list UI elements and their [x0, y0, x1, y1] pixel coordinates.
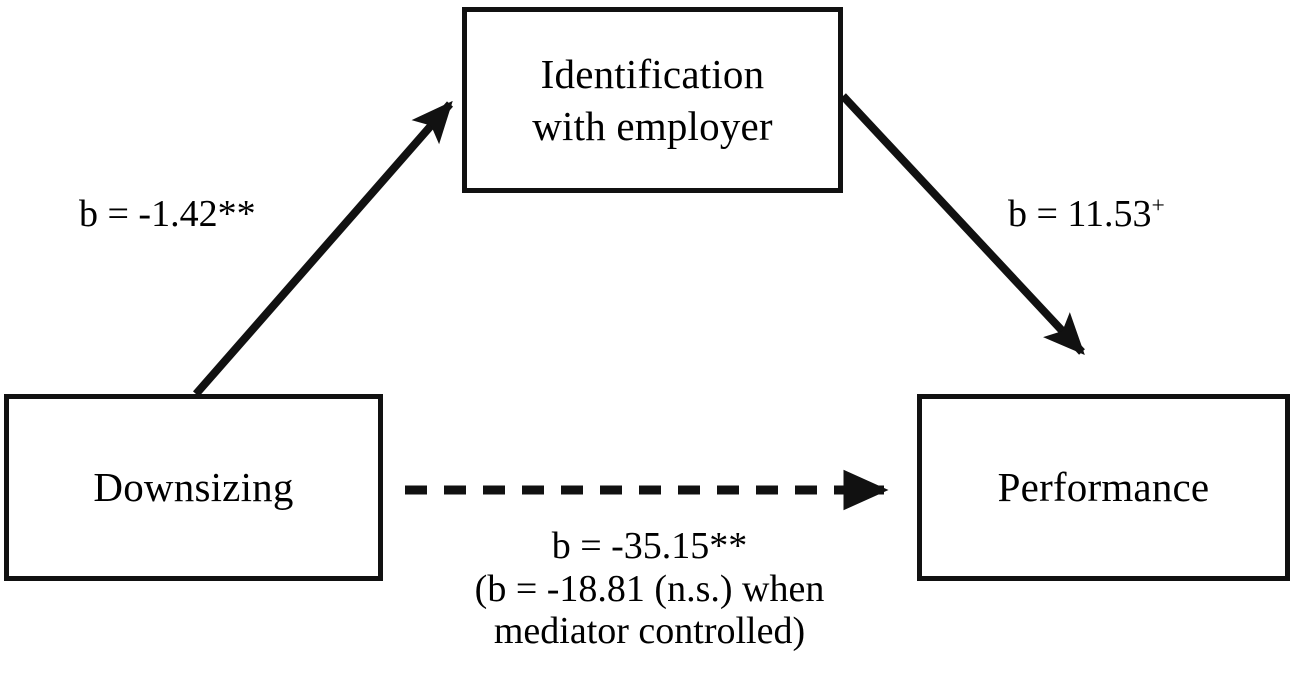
path-c-direct-effect-line2: mediator controlled) [493, 610, 806, 653]
node-downsizing[interactable]: Downsizing [4, 394, 383, 581]
node-outcome-label: Performance [997, 464, 1210, 511]
path-b-coefficient-label: b = 11.53+ [1008, 192, 1165, 236]
path-a-coefficient-text: b = -1.42** [79, 193, 256, 235]
node-performance[interactable]: Performance [917, 394, 1290, 581]
path-c-direct-effect-line1: (b = -18.81 (n.s.) when [474, 567, 825, 610]
path-a-coefficient-label: b = -1.42** [79, 192, 256, 236]
path-b-coefficient-text: b = 11.53 [1008, 193, 1152, 235]
path-c-coefficient-label: b = -35.15** (b = -18.81 (n.s.) when med… [0, 525, 1299, 653]
path-a-arrow [192, 100, 454, 397]
path-b-arrow [840, 93, 1085, 356]
node-predictor-label: Downsizing [93, 464, 294, 511]
path-b-significance-marker: + [1151, 192, 1165, 219]
node-mediator-label: Identification with employer [532, 50, 773, 149]
path-c-total-effect-text: b = -35.15** [551, 525, 748, 567]
node-identification-with-employer[interactable]: Identification with employer [462, 7, 843, 193]
